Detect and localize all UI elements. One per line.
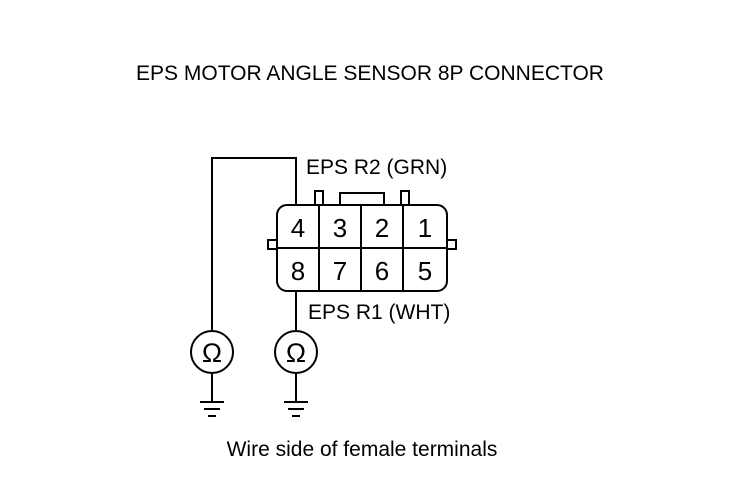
ground-icon bbox=[200, 401, 224, 417]
pin-number: 8 bbox=[291, 256, 305, 286]
connector-lug-right bbox=[446, 239, 457, 250]
pin-number: 4 bbox=[291, 213, 305, 243]
connector-tab-right bbox=[400, 190, 410, 206]
pin-number: 6 bbox=[375, 256, 389, 286]
pin-number: 1 bbox=[418, 213, 432, 243]
pin-number: 5 bbox=[418, 256, 432, 286]
ground-icon bbox=[284, 401, 308, 417]
connector-lug-left bbox=[267, 239, 278, 250]
pin-number: 7 bbox=[333, 256, 347, 286]
ohm-symbol: Ω bbox=[286, 338, 306, 368]
wire-label-r2: EPS R2 (GRN) bbox=[306, 156, 447, 179]
ohm-symbol: Ω bbox=[202, 338, 222, 368]
connector-8p bbox=[267, 190, 457, 292]
wire-eps-r2 bbox=[211, 157, 297, 332]
diagram-caption: Wire side of female terminals bbox=[227, 438, 498, 461]
connector-tab-left bbox=[314, 190, 324, 206]
wire-label-r1: EPS R1 (WHT) bbox=[308, 301, 450, 324]
ohmmeter-icon: Ω bbox=[274, 330, 318, 402]
connector-latch bbox=[339, 192, 385, 205]
diagram-title: EPS MOTOR ANGLE SENSOR 8P CONNECTOR bbox=[136, 62, 604, 85]
ohmmeter-icon: Ω bbox=[190, 330, 234, 402]
pin-number: 3 bbox=[333, 213, 347, 243]
pin-number: 2 bbox=[375, 213, 389, 243]
